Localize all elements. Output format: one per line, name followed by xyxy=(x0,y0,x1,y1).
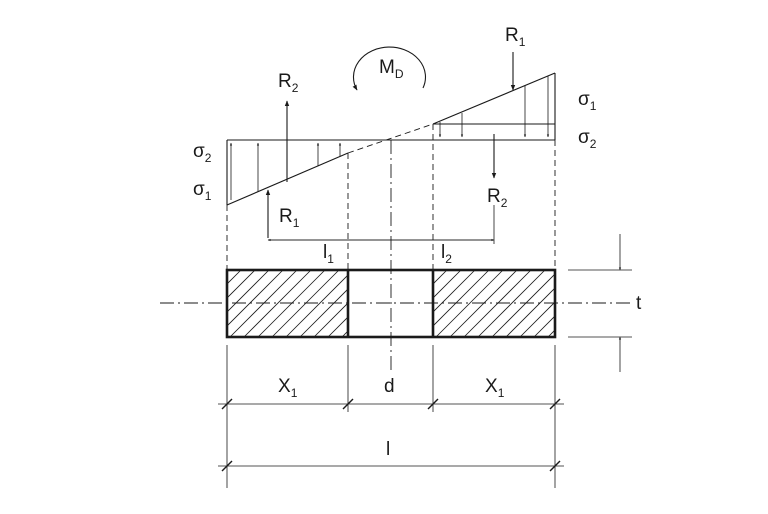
x1-right-label: X1 xyxy=(485,376,505,400)
cross-section xyxy=(225,268,685,339)
hatch-line xyxy=(433,270,462,299)
labels: MD R2 R1 R1 R2 σ2 σ1 σ1 σ2 l1 l2 X1 d X1… xyxy=(193,25,642,460)
r2-bottom-label: R2 xyxy=(487,186,508,210)
hatch-line xyxy=(618,270,685,337)
hatch-line xyxy=(435,270,504,337)
r1-bottom-label: R1 xyxy=(279,206,300,230)
r1-top-label: R1 xyxy=(505,25,526,49)
hatch-line xyxy=(356,270,423,337)
hatch-line xyxy=(229,270,298,337)
stress-slope-middle xyxy=(347,123,434,154)
hatch-line xyxy=(433,270,448,285)
right-hatched-region xyxy=(433,270,685,337)
hatch-line xyxy=(547,329,555,337)
hatch-line xyxy=(257,270,326,337)
thickness-dimension xyxy=(568,234,632,372)
hatch-line xyxy=(271,270,340,337)
sigma1-left-label: σ1 xyxy=(193,179,212,203)
hatch-line xyxy=(505,287,555,337)
right-stress-arrows xyxy=(438,76,550,138)
hatch-line xyxy=(463,270,532,337)
hatch-line xyxy=(327,316,348,337)
l-total-label: l xyxy=(386,439,390,460)
bottom-dimensions xyxy=(218,345,564,488)
stress-slope-right xyxy=(432,72,556,125)
hatch-line xyxy=(341,330,348,337)
stress-diagram xyxy=(226,46,556,238)
extension-lines xyxy=(160,124,632,372)
hatch-line xyxy=(590,270,657,337)
hatch-line xyxy=(370,270,437,337)
hatch-line xyxy=(477,270,546,337)
thickness-label: t xyxy=(636,293,642,314)
hatch-line xyxy=(562,270,629,337)
sigma2-left-label: σ2 xyxy=(193,141,212,165)
hatch-line xyxy=(433,270,434,271)
l1-label: l1 xyxy=(323,242,334,266)
moment-label: MD xyxy=(379,57,404,81)
hatch-line xyxy=(533,315,555,337)
d-label: d xyxy=(384,376,395,397)
section-outline xyxy=(225,268,557,339)
sigma1-right-label: σ1 xyxy=(578,89,597,113)
hatch-line xyxy=(243,270,312,337)
x1-left-label: X1 xyxy=(278,376,298,400)
left-hatched-region xyxy=(227,270,437,337)
left-stress-arrows xyxy=(229,142,342,200)
l2-label: l2 xyxy=(441,242,452,266)
hatch-line xyxy=(491,273,555,337)
sigma2-right-label: σ2 xyxy=(578,127,597,151)
hatch-line xyxy=(299,288,348,337)
hatch-line xyxy=(519,301,555,337)
hatch-line xyxy=(227,270,256,299)
hatch-line xyxy=(449,270,518,337)
hatch-line xyxy=(227,270,270,313)
moment-arc-arrow xyxy=(352,46,427,91)
hatch-line xyxy=(227,270,228,271)
lever-arm-dimension xyxy=(267,205,495,244)
r2-top-label: R2 xyxy=(278,71,299,95)
hatch-line xyxy=(576,270,643,337)
hatch-line xyxy=(285,274,348,337)
hatch-line xyxy=(227,270,242,285)
hatch-line xyxy=(433,270,476,313)
